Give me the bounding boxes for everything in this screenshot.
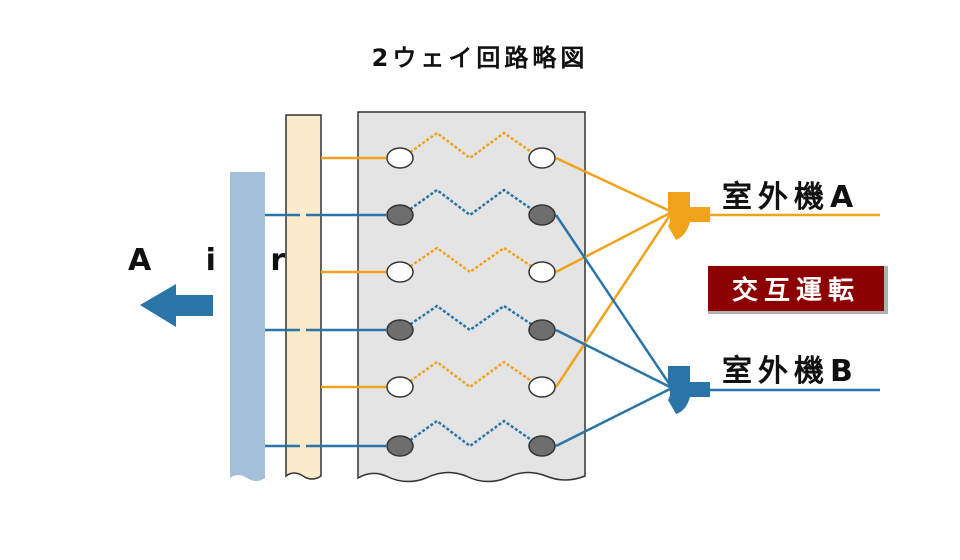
tube-end — [528, 435, 556, 457]
tube-end — [386, 261, 414, 283]
outdoor-unit-b-label: 室外機B — [722, 354, 859, 389]
air-bar — [230, 172, 265, 481]
pipe-a1 — [555, 156, 673, 214]
tube-end — [386, 435, 414, 457]
tube-end — [528, 376, 556, 398]
alternate-operation-badge: 交互運転 — [708, 266, 888, 314]
row2-zigzag — [401, 188, 541, 217]
tube-end — [386, 376, 414, 398]
tube-end — [528, 204, 556, 226]
diagram-title: 2ウェイ回路略図 — [371, 44, 589, 72]
tube-end — [528, 261, 556, 283]
air-arrow-icon — [140, 284, 213, 327]
pipe-b3 — [555, 386, 673, 448]
header-bar — [285, 114, 322, 480]
row6-zigzag — [401, 419, 541, 448]
pipe-a2 — [555, 210, 673, 274]
row1-zigzag — [401, 131, 541, 160]
outdoor-unit-a-label: 室外機A — [722, 180, 860, 215]
pipe-b1 — [554, 214, 674, 389]
tube-end — [386, 319, 414, 341]
tube-end — [528, 319, 556, 341]
coil-panel — [357, 111, 586, 483]
tube-end — [386, 204, 414, 226]
row5-zigzag — [401, 360, 541, 389]
tube-end — [386, 147, 414, 169]
pipe-b2 — [555, 328, 673, 390]
air-label: A i r — [128, 243, 308, 278]
distributor-a-icon — [668, 192, 710, 240]
distributor-b-icon — [668, 366, 710, 414]
tube-end — [528, 147, 556, 169]
